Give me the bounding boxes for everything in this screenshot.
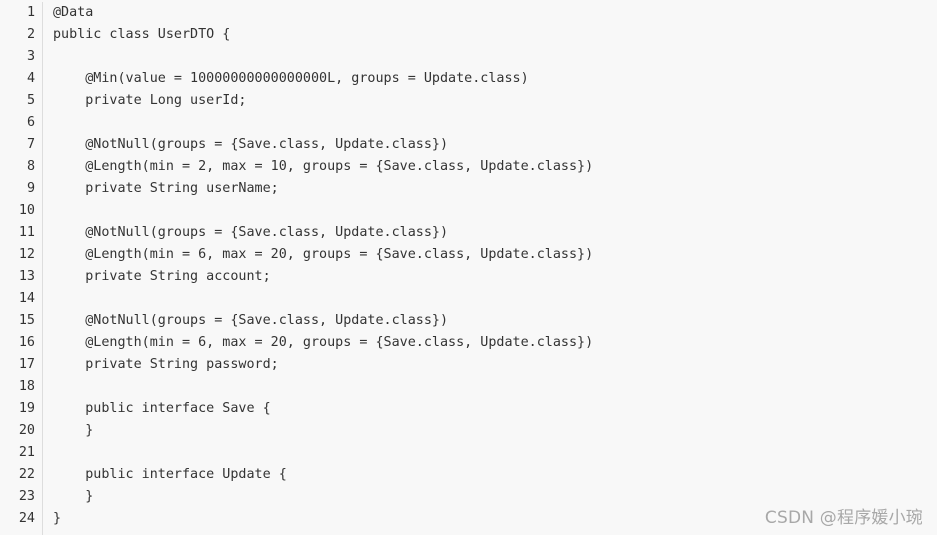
line-number: 17 <box>18 357 35 372</box>
line-number: 7 <box>26 137 35 152</box>
code-content: @Data public class UserDTO { @Min(value =… <box>53 2 937 530</box>
line-number: 5 <box>26 93 35 108</box>
watermark: CSDN @程序媛小琬 <box>764 508 923 528</box>
line-number: 9 <box>26 181 35 196</box>
code-line: } <box>53 489 94 504</box>
line-number: 4 <box>26 71 35 86</box>
code-line: private String userName; <box>53 181 279 196</box>
line-number: 22 <box>18 467 35 482</box>
line-number: 1 <box>26 5 35 20</box>
code-line <box>53 112 937 134</box>
code-line: public class UserDTO { <box>53 27 231 42</box>
line-number: 6 <box>26 115 35 130</box>
code-line <box>53 200 937 222</box>
code-line: @NotNull(groups = {Save.class, Update.cl… <box>53 225 449 240</box>
line-number: 13 <box>18 269 35 284</box>
code-line: } <box>53 423 94 438</box>
line-number: 23 <box>18 489 35 504</box>
line-number: 3 <box>26 49 35 64</box>
line-number: 24 <box>18 511 35 526</box>
code-line <box>53 288 937 310</box>
line-number: 21 <box>18 445 35 460</box>
code-line: private String password; <box>53 357 279 372</box>
code-line <box>53 46 937 68</box>
code-line: } <box>53 511 62 526</box>
code-line <box>53 376 937 398</box>
line-number: 10 <box>18 203 35 218</box>
code-line: @Min(value = 10000000000000000L, groups … <box>53 71 529 86</box>
line-number: 12 <box>18 247 35 262</box>
line-number: 2 <box>26 27 35 42</box>
line-number: 16 <box>18 335 35 350</box>
code-line: @NotNull(groups = {Save.class, Update.cl… <box>53 313 449 328</box>
code-line: private Long userId; <box>53 93 247 108</box>
line-number: 18 <box>18 379 35 394</box>
code-line: @Length(min = 6, max = 20, groups = {Sav… <box>53 335 594 350</box>
code-line: @Length(min = 2, max = 10, groups = {Sav… <box>53 159 594 174</box>
line-number: 20 <box>18 423 35 438</box>
code-line <box>53 442 937 464</box>
line-number: 11 <box>18 225 35 240</box>
line-number: 14 <box>18 291 35 306</box>
line-number: 19 <box>18 401 35 416</box>
code-line: @Length(min = 6, max = 20, groups = {Sav… <box>53 247 594 262</box>
code-line: private String account; <box>53 269 271 284</box>
code-line: @Data <box>53 5 94 20</box>
code-line: public interface Save { <box>53 401 271 416</box>
code-line: @NotNull(groups = {Save.class, Update.cl… <box>53 137 449 152</box>
line-number: 15 <box>18 313 35 328</box>
line-number: 8 <box>26 159 35 174</box>
code-line: public interface Update { <box>53 467 287 482</box>
